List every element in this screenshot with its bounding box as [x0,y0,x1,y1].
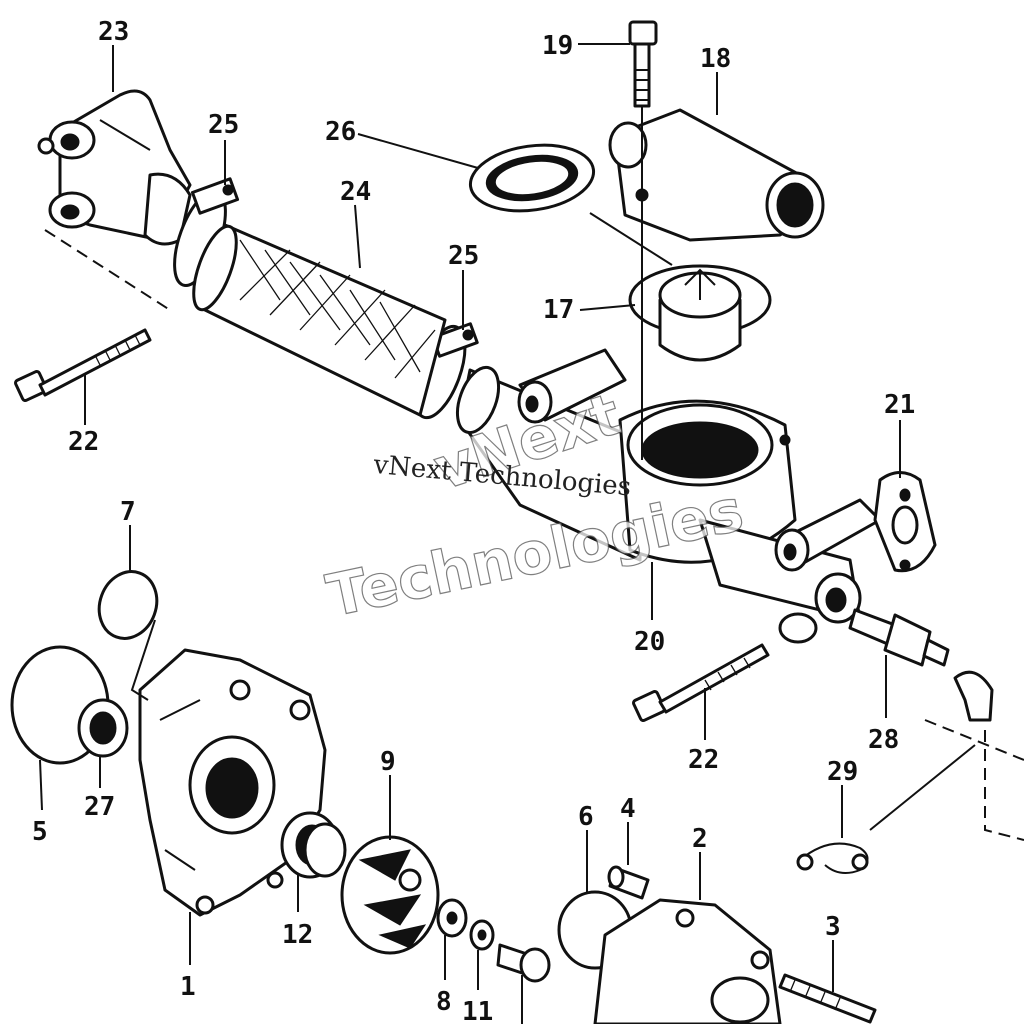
callout-4: 4 [620,794,636,824]
callout-28: 28 [868,725,899,755]
callout-29: 29 [827,757,858,787]
part-24-hose [192,223,447,417]
part-18-outlet-elbow [608,108,825,242]
callout-19: 19 [542,31,573,61]
part-20-thermostat-housing [455,348,882,644]
callout-8: 8 [436,987,452,1017]
callout-numbers: 23 25 24 26 25 19 18 17 20 21 22 22 28 2… [32,17,915,1024]
callout-5: 5 [32,817,48,847]
callout-11: 11 [462,997,493,1024]
callout-2: 2 [692,824,708,854]
part-17-thermostat [628,264,772,362]
callout-26: 26 [325,117,356,147]
callout-12: 12 [282,920,313,950]
callout-6: 6 [578,802,594,832]
callout-1: 1 [180,972,196,1002]
callout-27: 27 [84,792,115,822]
part-8-washer [436,898,468,938]
part-27-oil-seal [77,698,129,758]
part-26-seal-ring [468,143,596,213]
callout-25-left: 25 [208,110,239,140]
callout-22-right: 22 [688,745,719,775]
part-7-o-ring [97,570,159,640]
callout-9: 9 [380,747,396,777]
callout-20: 20 [634,627,665,657]
part-22-bolt-left [14,328,152,402]
part-2-pump-cover [593,898,782,1024]
connector-elbow [953,670,994,722]
impeller-bolt [496,943,551,983]
leader-lines [39,43,1024,1024]
callout-24: 24 [340,177,371,207]
part-3-bolt [778,973,877,1024]
callout-22-left: 22 [68,427,99,457]
part-25-hose-clamp-left [173,177,240,287]
callout-21: 21 [884,390,915,420]
callout-7: 7 [120,497,136,527]
part-28-temperature-sensor [848,608,950,667]
part-12-mechanical-seal [280,811,347,879]
callout-23: 23 [98,17,129,47]
part-19-bolt [628,20,658,460]
part-9-impeller [340,835,440,955]
part-4-dowel-pin [607,865,650,900]
callout-18: 18 [700,44,731,74]
callout-3: 3 [825,912,841,942]
part-21-gasket [873,471,937,573]
part-23-elbow-housing [37,89,192,246]
part-29-hose-clip [796,842,869,875]
part-22-bolt-right [632,643,770,722]
part-11-washer [469,919,495,951]
callout-17: 17 [543,295,574,325]
callout-25-right: 25 [448,241,479,271]
